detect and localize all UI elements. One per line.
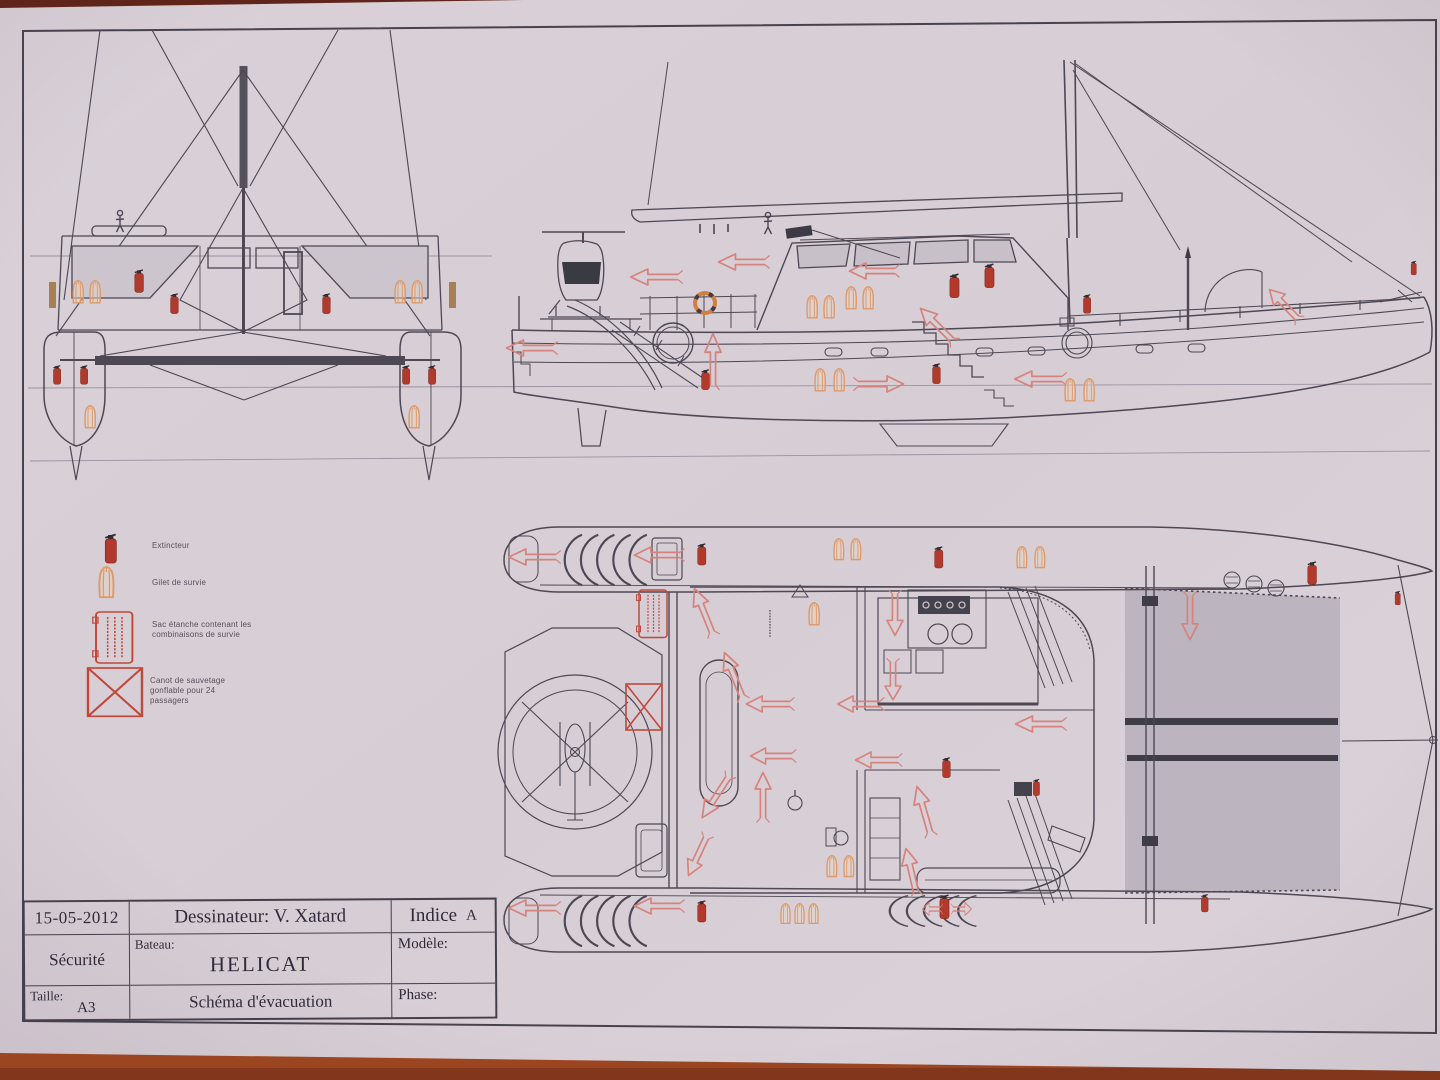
- fire-extinguisher-icon: [1200, 893, 1209, 913]
- life-jacket-icon: [411, 280, 424, 304]
- life-jacket-icon: [862, 286, 875, 310]
- plan-view: [497, 526, 1439, 953]
- legend-item-liferaft-label: Canot de sauvetage gonflable pour 24 pas…: [150, 676, 226, 705]
- life-jacket-icon: [833, 538, 845, 561]
- life-jacket-icon: [1064, 378, 1077, 402]
- title-block-size: Taille: A3: [25, 985, 131, 1020]
- fire-extinguisher-icon: [134, 269, 145, 294]
- title-block-drawing-title: Schéma d'évacuation: [130, 984, 393, 1019]
- life-jacket-icon: [1016, 546, 1028, 569]
- fire-extinguisher-icon: [941, 757, 951, 779]
- helipad: [497, 627, 663, 877]
- fire-extinguisher-icon: [931, 363, 941, 385]
- life-jacket-icon: [806, 295, 819, 319]
- mast: [1063, 59, 1078, 325]
- fire-extinguisher-icon: [52, 365, 62, 385]
- title-block-phase: Phase:: [398, 986, 438, 1004]
- deckhouse: [756, 225, 1075, 331]
- helicopter-side: [518, 231, 642, 330]
- fire-extinguisher-icon: [321, 293, 331, 315]
- legend-item-extinguisher-label: Extincteur: [152, 541, 190, 550]
- fire-extinguisher-icon: [104, 533, 118, 564]
- helicopter-top: [521, 701, 629, 821]
- life-jacket-icon: [850, 538, 862, 561]
- hull-cross-section: [43, 331, 106, 481]
- boom: [631, 192, 1123, 223]
- life-jacket-icon: [98, 566, 115, 599]
- stairs: [912, 321, 984, 378]
- furler-drums: [1223, 571, 1285, 597]
- stairs: [984, 389, 1014, 407]
- title-block: 15-05-2012 Dessinateur: V. Xatard Indice…: [22, 897, 498, 1022]
- fire-extinguisher-icon: [934, 546, 944, 569]
- fender-post: [449, 282, 456, 308]
- stays: [1069, 61, 1421, 297]
- fire-extinguisher-icon: [697, 543, 707, 566]
- title-block-boat: Bateau: HELICAT: [129, 933, 393, 986]
- foredeck-fittings: [1067, 246, 1423, 330]
- title-block-designer: Dessinateur: V. Xatard: [129, 900, 392, 935]
- front-view: [43, 29, 462, 481]
- boat-name: HELICAT: [209, 951, 312, 976]
- life-jacket-icon: [826, 855, 838, 878]
- life-jacket-icon: [808, 602, 821, 626]
- title-block-category: Sécurité: [24, 934, 131, 987]
- drawing-border-frame: [22, 18, 1437, 1035]
- fire-extinguisher-icon: [1410, 260, 1417, 276]
- title-block-date: 15-05-2012: [24, 901, 130, 936]
- fire-extinguisher-icon: [1307, 561, 1318, 586]
- fire-extinguisher-icon: [697, 900, 707, 923]
- fender-post: [49, 282, 56, 308]
- life-jacket-icon: [845, 286, 858, 310]
- life-jacket-icon: [408, 405, 421, 429]
- side-view: [511, 59, 1433, 447]
- crossbeams: [668, 566, 1158, 924]
- fire-extinguisher-icon: [1394, 590, 1401, 606]
- life-jacket-icon: [394, 280, 407, 304]
- fire-extinguisher-icon: [427, 365, 437, 385]
- life-jacket-icon: [808, 903, 819, 925]
- fire-extinguisher-icon: [1082, 294, 1092, 314]
- life-jacket-icon: [833, 368, 846, 392]
- cabin-plan: [690, 584, 1095, 906]
- fire-extinguisher-icon: [949, 273, 960, 299]
- trampoline-net: [1125, 588, 1340, 893]
- life-jacket-icon: [794, 903, 805, 925]
- life-jacket-icon: [1083, 378, 1096, 402]
- fire-extinguisher-icon: [1032, 778, 1041, 797]
- fire-extinguisher-icon: [79, 365, 89, 385]
- life-jacket-icon: [1034, 546, 1046, 569]
- fire-extinguisher-icon: [700, 369, 710, 391]
- life-jacket-icon: [823, 295, 836, 319]
- title-block-indice: Indice A: [391, 899, 495, 934]
- legend-item-survival-suit-bag-label: Sac étanche contenant les combinaisons d…: [152, 620, 252, 639]
- life-jacket-icon: [89, 280, 102, 304]
- bow-bridle: [1341, 564, 1439, 917]
- life-jacket-icon: [780, 903, 791, 925]
- fire-extinguisher-icon: [401, 365, 411, 385]
- crossbeam: [95, 356, 405, 365]
- life-jacket-icon: [84, 405, 97, 429]
- legend-item-lifejacket-label: Gilet de survie: [152, 578, 207, 587]
- fire-extinguisher-icon: [984, 263, 995, 289]
- starboard-hull-plan: [503, 823, 1434, 953]
- portholes: [824, 327, 1206, 359]
- fire-extinguisher-icon: [169, 293, 179, 315]
- life-jacket-icon: [72, 280, 85, 304]
- title-block-model: Modèle:: [391, 932, 496, 985]
- life-jacket-icon: [843, 855, 855, 878]
- life-jacket-icon: [814, 368, 827, 392]
